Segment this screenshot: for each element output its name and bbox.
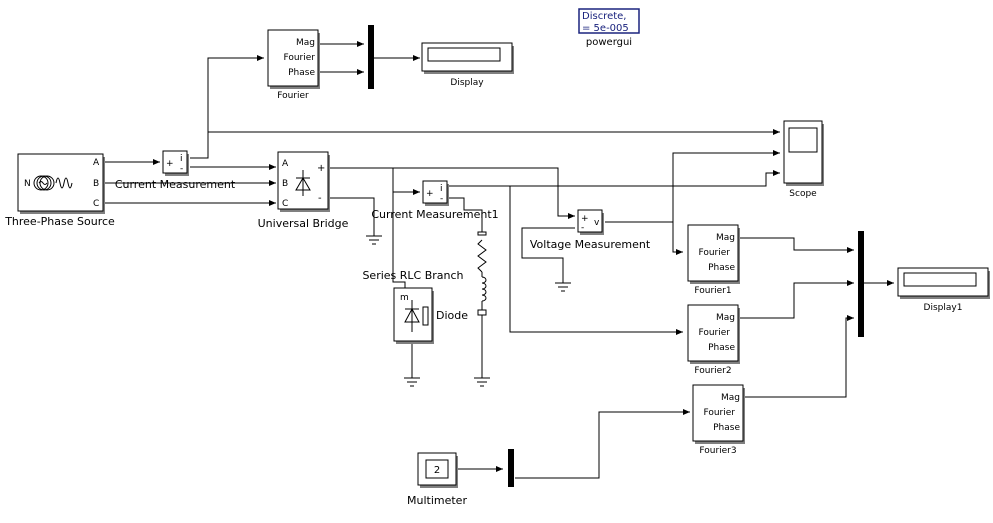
diode-label: Diode [436,309,468,322]
display-block[interactable]: Display [421,42,514,88]
ground-icon [404,377,420,387]
fourier1-port-fourier: Fourier [698,248,730,258]
voltage-measurement-v: v [594,218,600,228]
scope-block[interactable]: Scope [783,120,824,199]
ground-icon [555,282,571,292]
source-label: Three-Phase Source [4,215,115,228]
diode-port-m: m [400,293,409,303]
wires [105,41,894,479]
display-label: Display [450,78,484,88]
mux-bar-right[interactable] [858,231,864,337]
universal-bridge-block[interactable]: A B C + - Universal Bridge [258,151,349,230]
fourier-port-fourier: Fourier [283,53,315,63]
bridge-port-c: C [282,199,288,209]
bridge-label: Universal Bridge [258,217,349,230]
fourier-port-phase: Phase [288,68,315,78]
voltage-measurement-plus: + [581,214,589,224]
bridge-port-minus: - [318,193,322,204]
inductor-icon [481,276,487,302]
fourier1-port-phase: Phase [708,263,735,273]
rlc-label: Series RLC Branch [362,269,463,282]
current-measurement1-plus: + [426,189,434,199]
fourier-port-mag: Mag [296,38,315,48]
ground-icon [474,377,490,387]
multimeter-block[interactable]: 2 Multimeter [407,452,467,507]
powergui-label: powergui [586,37,632,48]
mux-bar-top[interactable] [368,25,374,89]
three-phase-source-block[interactable]: N A B C Three-Phase Source [4,153,115,228]
current-measurement-i: i [180,154,183,164]
source-port-n: N [24,179,31,189]
fourier2-block[interactable]: Mag Fourier Phase Fourier2 [687,304,740,376]
fourier3-port-phase: Phase [713,423,740,433]
ground-icon [366,235,382,245]
source-port-b: B [93,179,99,189]
display1-label: Display1 [924,303,963,313]
display1-block[interactable]: Display1 [897,267,990,313]
current-measurement1-minus: - [440,194,443,204]
fourier2-port-phase: Phase [708,343,735,353]
fourier-block[interactable]: Mag Fourier Phase Fourier [267,29,320,101]
series-rlc-branch-block[interactable]: Series RLC Branch [362,231,487,316]
diode-block[interactable]: m Diode [393,287,468,344]
fourier2-port-mag: Mag [716,313,735,323]
fourier1-port-mag: Mag [716,233,735,243]
powergui-sample-time: = 5e-005 [582,23,629,34]
current-measurement-plus: + [166,159,174,169]
mux-bar-bottom[interactable] [508,449,514,487]
voltage-measurement-minus: - [581,223,584,233]
current-measurement-minus: - [180,164,183,174]
sine-source-icon [33,175,73,191]
current-measurement1-i: i [440,184,443,194]
powergui-block[interactable]: Discrete, = 5e-005 powergui [578,8,640,48]
current-measurement-block[interactable]: + i - Current Measurement [115,150,236,191]
powergui-mode: Discrete, [582,11,626,22]
fourier3-port-fourier: Fourier [703,408,735,418]
voltage-measurement-block[interactable]: + - v Voltage Measurement [530,209,651,251]
fourier3-block[interactable]: Mag Fourier Phase Fourier3 [692,384,745,456]
fourier3-label: Fourier3 [699,446,736,456]
voltage-measurement-label: Voltage Measurement [530,238,651,251]
source-port-a: A [93,158,100,168]
diode-icon [404,300,429,332]
multimeter-label: Multimeter [407,494,467,507]
current-measurement1-label: Current Measurement1 [371,208,498,221]
bridge-port-plus: + [317,163,325,174]
resistor-icon [477,239,487,273]
fourier1-label: Fourier1 [694,286,731,296]
fourier-label: Fourier [277,91,309,101]
diode-bridge-icon [295,170,311,196]
current-measurement1-block[interactable]: + i - Current Measurement1 [371,180,499,221]
bridge-port-a: A [282,159,289,169]
current-measurement-label: Current Measurement [115,178,236,191]
multimeter-value: 2 [434,465,440,476]
fourier3-port-mag: Mag [721,393,740,403]
fourier2-label: Fourier2 [694,366,731,376]
bridge-port-b: B [282,179,288,189]
source-port-c: C [93,199,99,209]
fourier1-block[interactable]: Mag Fourier Phase Fourier1 [687,224,740,296]
scope-label: Scope [789,189,817,199]
fourier2-port-fourier: Fourier [698,328,730,338]
